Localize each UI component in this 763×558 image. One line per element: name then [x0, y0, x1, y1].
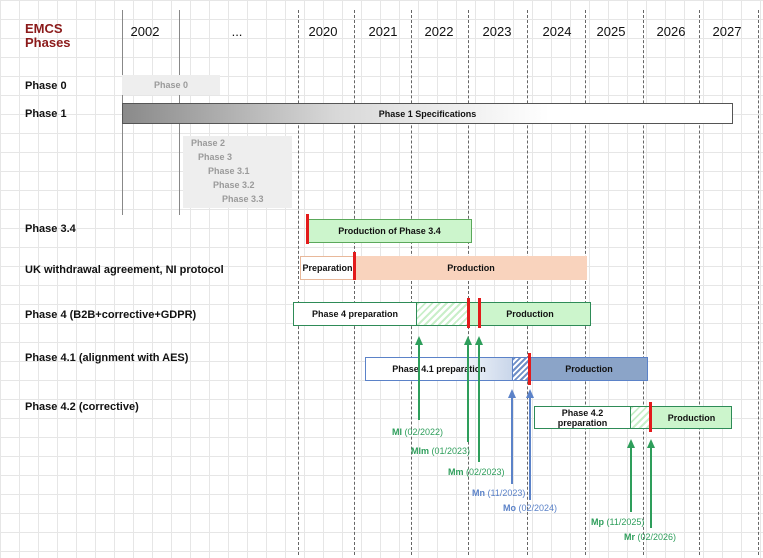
uk-withdrawal-label: UK withdrawal agreement, NI protocol	[25, 264, 224, 276]
phase-4-1-production-label: Production	[565, 364, 613, 374]
year-divider	[699, 10, 700, 555]
phase-4-preparation-bar: Phase 4 preparation	[293, 302, 417, 326]
milestone-ml-date: (02/2022)	[404, 427, 444, 437]
milestone-mm-date: (02/2023)	[466, 467, 505, 477]
phase-3-3-label: Phase 3.3	[222, 194, 264, 204]
phase-4-label: Phase 4 (B2B+corrective+GDPR)	[25, 309, 197, 321]
phase-3-label: Phase 3	[198, 152, 233, 162]
phase-4-2-transition-bar	[631, 406, 651, 429]
phase-4-1-production-bar: Production	[530, 357, 648, 381]
phase-2-label: Phase 2	[191, 138, 226, 148]
phase-1-specifications-bar: Phase 1 Specifications	[122, 103, 733, 124]
uk-production-bar: Production	[355, 256, 587, 280]
milestone-mr-arrow	[647, 439, 655, 528]
year-2024: 2024	[542, 24, 572, 39]
year-2027: 2027	[712, 24, 742, 39]
uk-preparation-label: Preparation	[302, 263, 353, 273]
phase-4-1-transition-bar	[513, 357, 530, 381]
phase-1-label: Phase 1	[25, 108, 67, 120]
chart-title: EMCS Phases	[25, 22, 71, 50]
phase-4-marker-b	[478, 298, 481, 328]
milestone-mo-date: (02/2024)	[518, 503, 558, 513]
milestone-mlm-label: Mlm (01/2023)	[411, 446, 470, 456]
year-divider	[585, 10, 586, 555]
phase-4-1-label: Phase 4.1 (alignment with AES)	[25, 352, 189, 364]
uk-production-start-marker	[353, 252, 356, 280]
milestone-mm-label: Mm (02/2023)	[448, 467, 505, 477]
phase-4-production-bar: Production	[469, 302, 591, 326]
uk-preparation-bar: Preparation	[300, 256, 355, 280]
phase-4-2-production-label: Production	[667, 412, 716, 423]
phase-3-4-production-label: Production of Phase 3.4	[338, 226, 441, 236]
milestone-mm-arrow	[475, 336, 483, 462]
milestone-ml-label: Ml (02/2022)	[392, 427, 443, 437]
year-divider	[411, 10, 412, 555]
milestone-mm-code: Mm	[448, 467, 464, 477]
phase-3-2-label: Phase 3.2	[213, 180, 255, 190]
phase-3-1-label: Phase 3.1	[208, 166, 250, 176]
phase-3-4-label: Phase 3.4	[25, 223, 76, 235]
phase-4-2-start-marker	[649, 402, 652, 432]
phase-0-label: Phase 0	[25, 80, 67, 92]
year-divider	[527, 10, 528, 555]
phase-4-preparation-label: Phase 4 preparation	[311, 309, 399, 319]
phase-1-bar-label: Phase 1 Specifications	[378, 108, 477, 119]
year-divider	[354, 10, 355, 555]
milestone-ml-code: Ml	[392, 427, 402, 437]
phase-0-bar: Phase 0	[122, 75, 220, 95]
year-ellipsis: ...	[231, 24, 243, 39]
phase-3-4-production-bar: Production of Phase 3.4	[307, 219, 472, 243]
phase-4-2-preparation-label: Phase 4.2 preparation	[557, 407, 608, 428]
year-2023: 2023	[482, 24, 512, 39]
year-2022: 2022	[424, 24, 454, 39]
milestone-mo-arrow	[526, 389, 534, 500]
year-2002: 2002	[130, 24, 160, 39]
milestone-ml-arrow	[415, 336, 423, 420]
milestone-mo-code: Mo	[503, 503, 516, 513]
milestone-mlm-date: (01/2023)	[431, 446, 471, 456]
milestone-mr-code: Mr	[624, 532, 635, 542]
milestone-mp-date: (11/2025)	[606, 517, 645, 527]
phase-4-production-label: Production	[506, 309, 554, 319]
milestone-mo-label: Mo (02/2024)	[503, 503, 557, 513]
phase-0-bar-label: Phase 0	[153, 80, 189, 90]
phase-3-4-start-marker	[306, 214, 309, 244]
milestone-mr-label: Mr (02/2026)	[624, 532, 676, 542]
uk-production-label: Production	[447, 263, 495, 273]
phase-2-3-block	[183, 136, 292, 208]
milestone-mlm-arrow	[464, 336, 472, 442]
phase-4-1-preparation-bar: Phase 4.1 preparation	[365, 357, 513, 381]
year-2021: 2021	[368, 24, 398, 39]
year-divider	[298, 10, 299, 555]
milestone-mp-code: Mp	[591, 517, 604, 527]
phase-4-1-preparation-label: Phase 4.1 preparation	[392, 364, 486, 374]
milestone-mr-date: (02/2026)	[637, 532, 677, 542]
year-2020: 2020	[308, 24, 338, 39]
title-line-1: EMCS	[25, 21, 63, 36]
year-2025: 2025	[596, 24, 626, 39]
phase-4-transition-bar	[417, 302, 469, 326]
year-divider	[643, 10, 644, 555]
phase-4-marker-a	[467, 298, 470, 328]
milestone-mlm-code: Mlm	[411, 446, 429, 456]
milestone-mn-date: (11/2023)	[487, 488, 526, 498]
milestone-mn-code: Mn	[472, 488, 485, 498]
title-line-2: Phases	[25, 35, 71, 50]
milestone-mn-arrow	[508, 389, 516, 484]
milestone-mn-label: Mn (11/2023)	[472, 488, 525, 498]
phase-4-2-label: Phase 4.2 (corrective)	[25, 401, 139, 413]
year-divider	[758, 10, 759, 555]
phase-4-1-start-marker	[528, 353, 531, 385]
year-divider	[468, 10, 469, 555]
year-2026: 2026	[656, 24, 686, 39]
phase-4-2-preparation-bar: Phase 4.2 preparation	[534, 406, 631, 429]
milestone-mp-arrow	[627, 439, 635, 512]
milestone-mp-label: Mp (11/2025)	[591, 517, 644, 527]
